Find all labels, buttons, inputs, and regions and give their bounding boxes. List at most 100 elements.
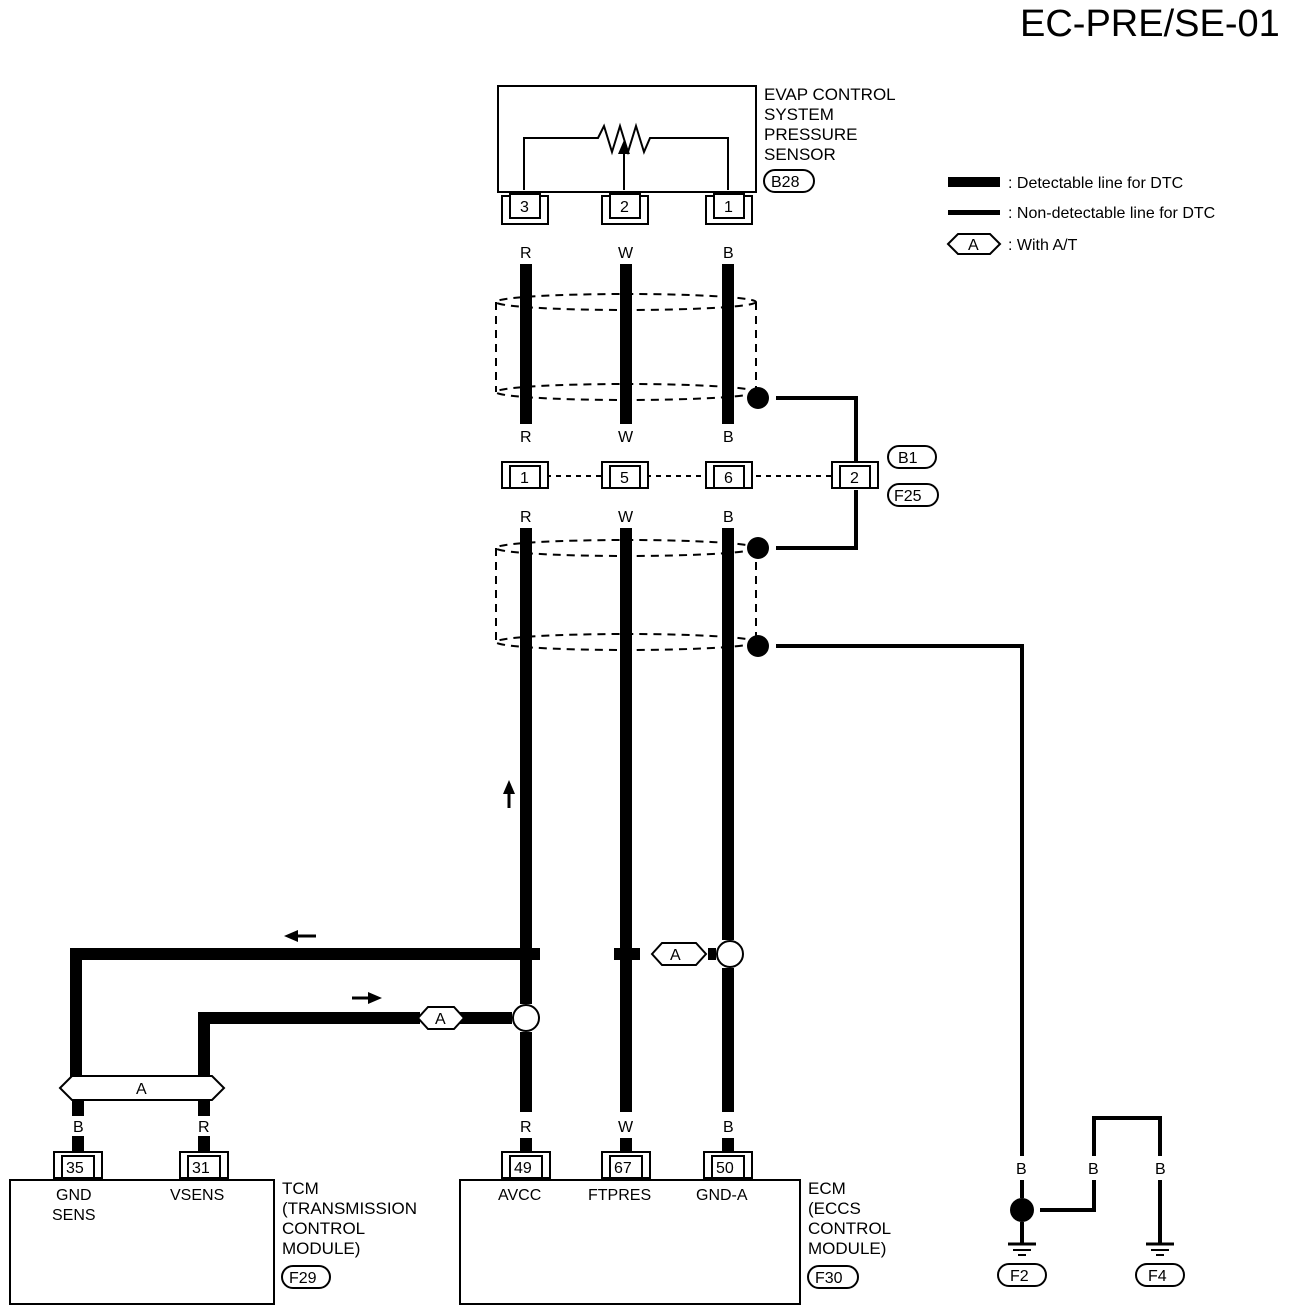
evap-pressure-sensor: EVAP CONTROL SYSTEM PRESSURE SENSOR B28 … xyxy=(497,85,896,225)
sensor-connector-label: B28 xyxy=(771,174,800,191)
sensor-name-line-1: EVAP CONTROL xyxy=(764,85,896,104)
upper-shield-drain-wire xyxy=(776,396,858,462)
tcm-name-line-4: MODULE) xyxy=(282,1239,360,1258)
tcm-pin-35: 35 xyxy=(66,1160,84,1177)
sensor-pin-2: 2 xyxy=(620,199,629,216)
up-arrow-icon xyxy=(503,780,515,794)
tcm-pin-35-box xyxy=(61,1155,95,1179)
ecm-wire-color-w: W xyxy=(618,1119,634,1136)
ground-wire-color-2: B xyxy=(1088,1161,1099,1178)
diagram-title: EC-PRE/SE-01 xyxy=(1020,3,1280,45)
ground-section: B B B F2 F4 xyxy=(997,1116,1185,1287)
ecm-pin-50-box xyxy=(711,1155,745,1179)
sensor-name-line-3: PRESSURE xyxy=(764,125,858,144)
tcm-terminal-vsens: VSENS xyxy=(170,1187,224,1204)
sensor-name-line-2: SYSTEM xyxy=(764,105,834,124)
tcm-connector-label: F29 xyxy=(289,1270,317,1287)
sensor-pin-3: 3 xyxy=(520,199,529,216)
sensor-connector-badge xyxy=(763,169,815,193)
ecm-name-line-2: (ECCS xyxy=(808,1199,861,1218)
ecm-pin-50: 50 xyxy=(716,1160,734,1177)
tcm-name-line-3: CONTROL xyxy=(282,1219,365,1238)
legend-nondetectable-text: : Non-detectable line for DTC xyxy=(1008,205,1215,222)
b-wire-branch-splice xyxy=(716,940,744,968)
joint-connector: 1 5 6 2 B1 F25 xyxy=(501,445,939,507)
joint-connector-b1-label: B1 xyxy=(898,450,918,467)
tcm-wire-color-b: B xyxy=(73,1119,84,1136)
wire-color-r-above-joint: R xyxy=(520,429,532,446)
ground-f2-badge xyxy=(997,1263,1047,1287)
tcm-connector-badge xyxy=(281,1265,331,1289)
legend-with-at-text: : With A/T xyxy=(1008,237,1078,254)
sensor-internal-circuit xyxy=(523,122,729,190)
tcm-terminal-sens: SENS xyxy=(52,1207,96,1224)
right-arrow-icon xyxy=(368,992,382,1004)
upper-shield-splice xyxy=(747,387,769,409)
sensor-wiper-arrow-icon xyxy=(618,140,630,154)
wire-color-r-top: R xyxy=(520,245,532,262)
joint-pin-5: 5 xyxy=(620,470,629,487)
tcm-wire-color-r: R xyxy=(198,1119,210,1136)
wire-color-b-top: B xyxy=(723,245,734,262)
joint-pin-1: 1 xyxy=(520,470,529,487)
ground-f4-badge xyxy=(1135,1263,1185,1287)
wire-color-b-above-joint: B xyxy=(723,429,734,446)
wire-color-b-below-joint: B xyxy=(723,509,734,526)
joint-connector-f25-label: F25 xyxy=(894,488,922,505)
ecm-terminal-ftpres: FTPRES xyxy=(588,1187,651,1204)
sensor-pin-3-box xyxy=(509,193,541,219)
joint-pin-2: 2 xyxy=(850,470,859,487)
ground-wire-color-1: B xyxy=(1016,1161,1027,1178)
joint-pin-6: 6 xyxy=(724,470,733,487)
sensor-name-line-4: SENSOR xyxy=(764,145,836,164)
lower-shield-splice-bottom xyxy=(747,635,769,657)
ecm-pin-49-box xyxy=(509,1155,543,1179)
ground-f4-label: F4 xyxy=(1148,1268,1167,1285)
ground-wire-f4-link xyxy=(1040,1180,1096,1212)
vsens-branch-with-at-letter: A xyxy=(435,1011,446,1028)
ground-wire-f4-top xyxy=(1092,1116,1162,1156)
sensor-pin-1-box xyxy=(713,193,745,219)
r-wire-branch-splice xyxy=(512,1004,540,1032)
lower-shield-drain-wire xyxy=(776,490,858,550)
left-arrow-icon xyxy=(284,930,298,942)
wire-color-r-below-joint: R xyxy=(520,509,532,526)
ecm-wire-color-r: R xyxy=(520,1119,532,1136)
joint-pin-1-box xyxy=(509,465,541,489)
tcm-body xyxy=(9,1179,275,1305)
tcm-terminal-gnd: GND xyxy=(56,1187,92,1204)
tcm-name-line-2: (TRANSMISSION xyxy=(282,1199,417,1218)
ecm-wire-color-b: B xyxy=(723,1119,734,1136)
ecm-pin-49: 49 xyxy=(514,1160,532,1177)
joint-connector-f25-badge xyxy=(887,483,939,507)
joint-pin-5-box xyxy=(609,465,641,489)
vsens-branch-with-at-symbol xyxy=(416,1006,466,1030)
tcm-pin-31: 31 xyxy=(192,1160,210,1177)
wire-color-w-top: W xyxy=(618,245,634,262)
ground-f2-icon xyxy=(1008,1242,1036,1256)
ecm-body xyxy=(459,1179,801,1305)
legend-with-at-symbol xyxy=(946,233,1002,255)
ecm-connector-badge xyxy=(807,1265,859,1289)
sensor-pin-2-box xyxy=(609,193,641,219)
ground-drain-wire xyxy=(776,644,1024,1156)
ecm-pin-67: 67 xyxy=(614,1160,632,1177)
joint-pin-6-box xyxy=(713,465,745,489)
tcm-name-line-1: TCM xyxy=(282,1179,319,1198)
tcm-harness-with-at-letter: A xyxy=(136,1081,147,1098)
ecm-name-line-4: MODULE) xyxy=(808,1239,886,1258)
ecm-name-line-1: ECM xyxy=(808,1179,846,1198)
ground-f2-label: F2 xyxy=(1010,1268,1029,1285)
joint-connector-b1-badge xyxy=(887,445,937,469)
gnd-branch-with-at-letter: A xyxy=(670,947,681,964)
ecm-connector-label: F30 xyxy=(815,1270,843,1287)
legend-thick-line-swatch xyxy=(948,177,1000,187)
lower-shield-splice-top xyxy=(747,537,769,559)
ecm-module: 49 67 50 AVCC FTPRES GND-A ECM (ECCS CON… xyxy=(459,1151,891,1305)
legend-detectable-text: : Detectable line for DTC xyxy=(1008,175,1183,192)
ecm-name-line-3: CONTROL xyxy=(808,1219,891,1238)
legend-with-at-symbol-letter: A xyxy=(968,237,979,254)
ground-f4-icon xyxy=(1146,1242,1174,1256)
ecm-pin-67-box xyxy=(609,1155,643,1179)
ground-splice xyxy=(1010,1198,1034,1222)
